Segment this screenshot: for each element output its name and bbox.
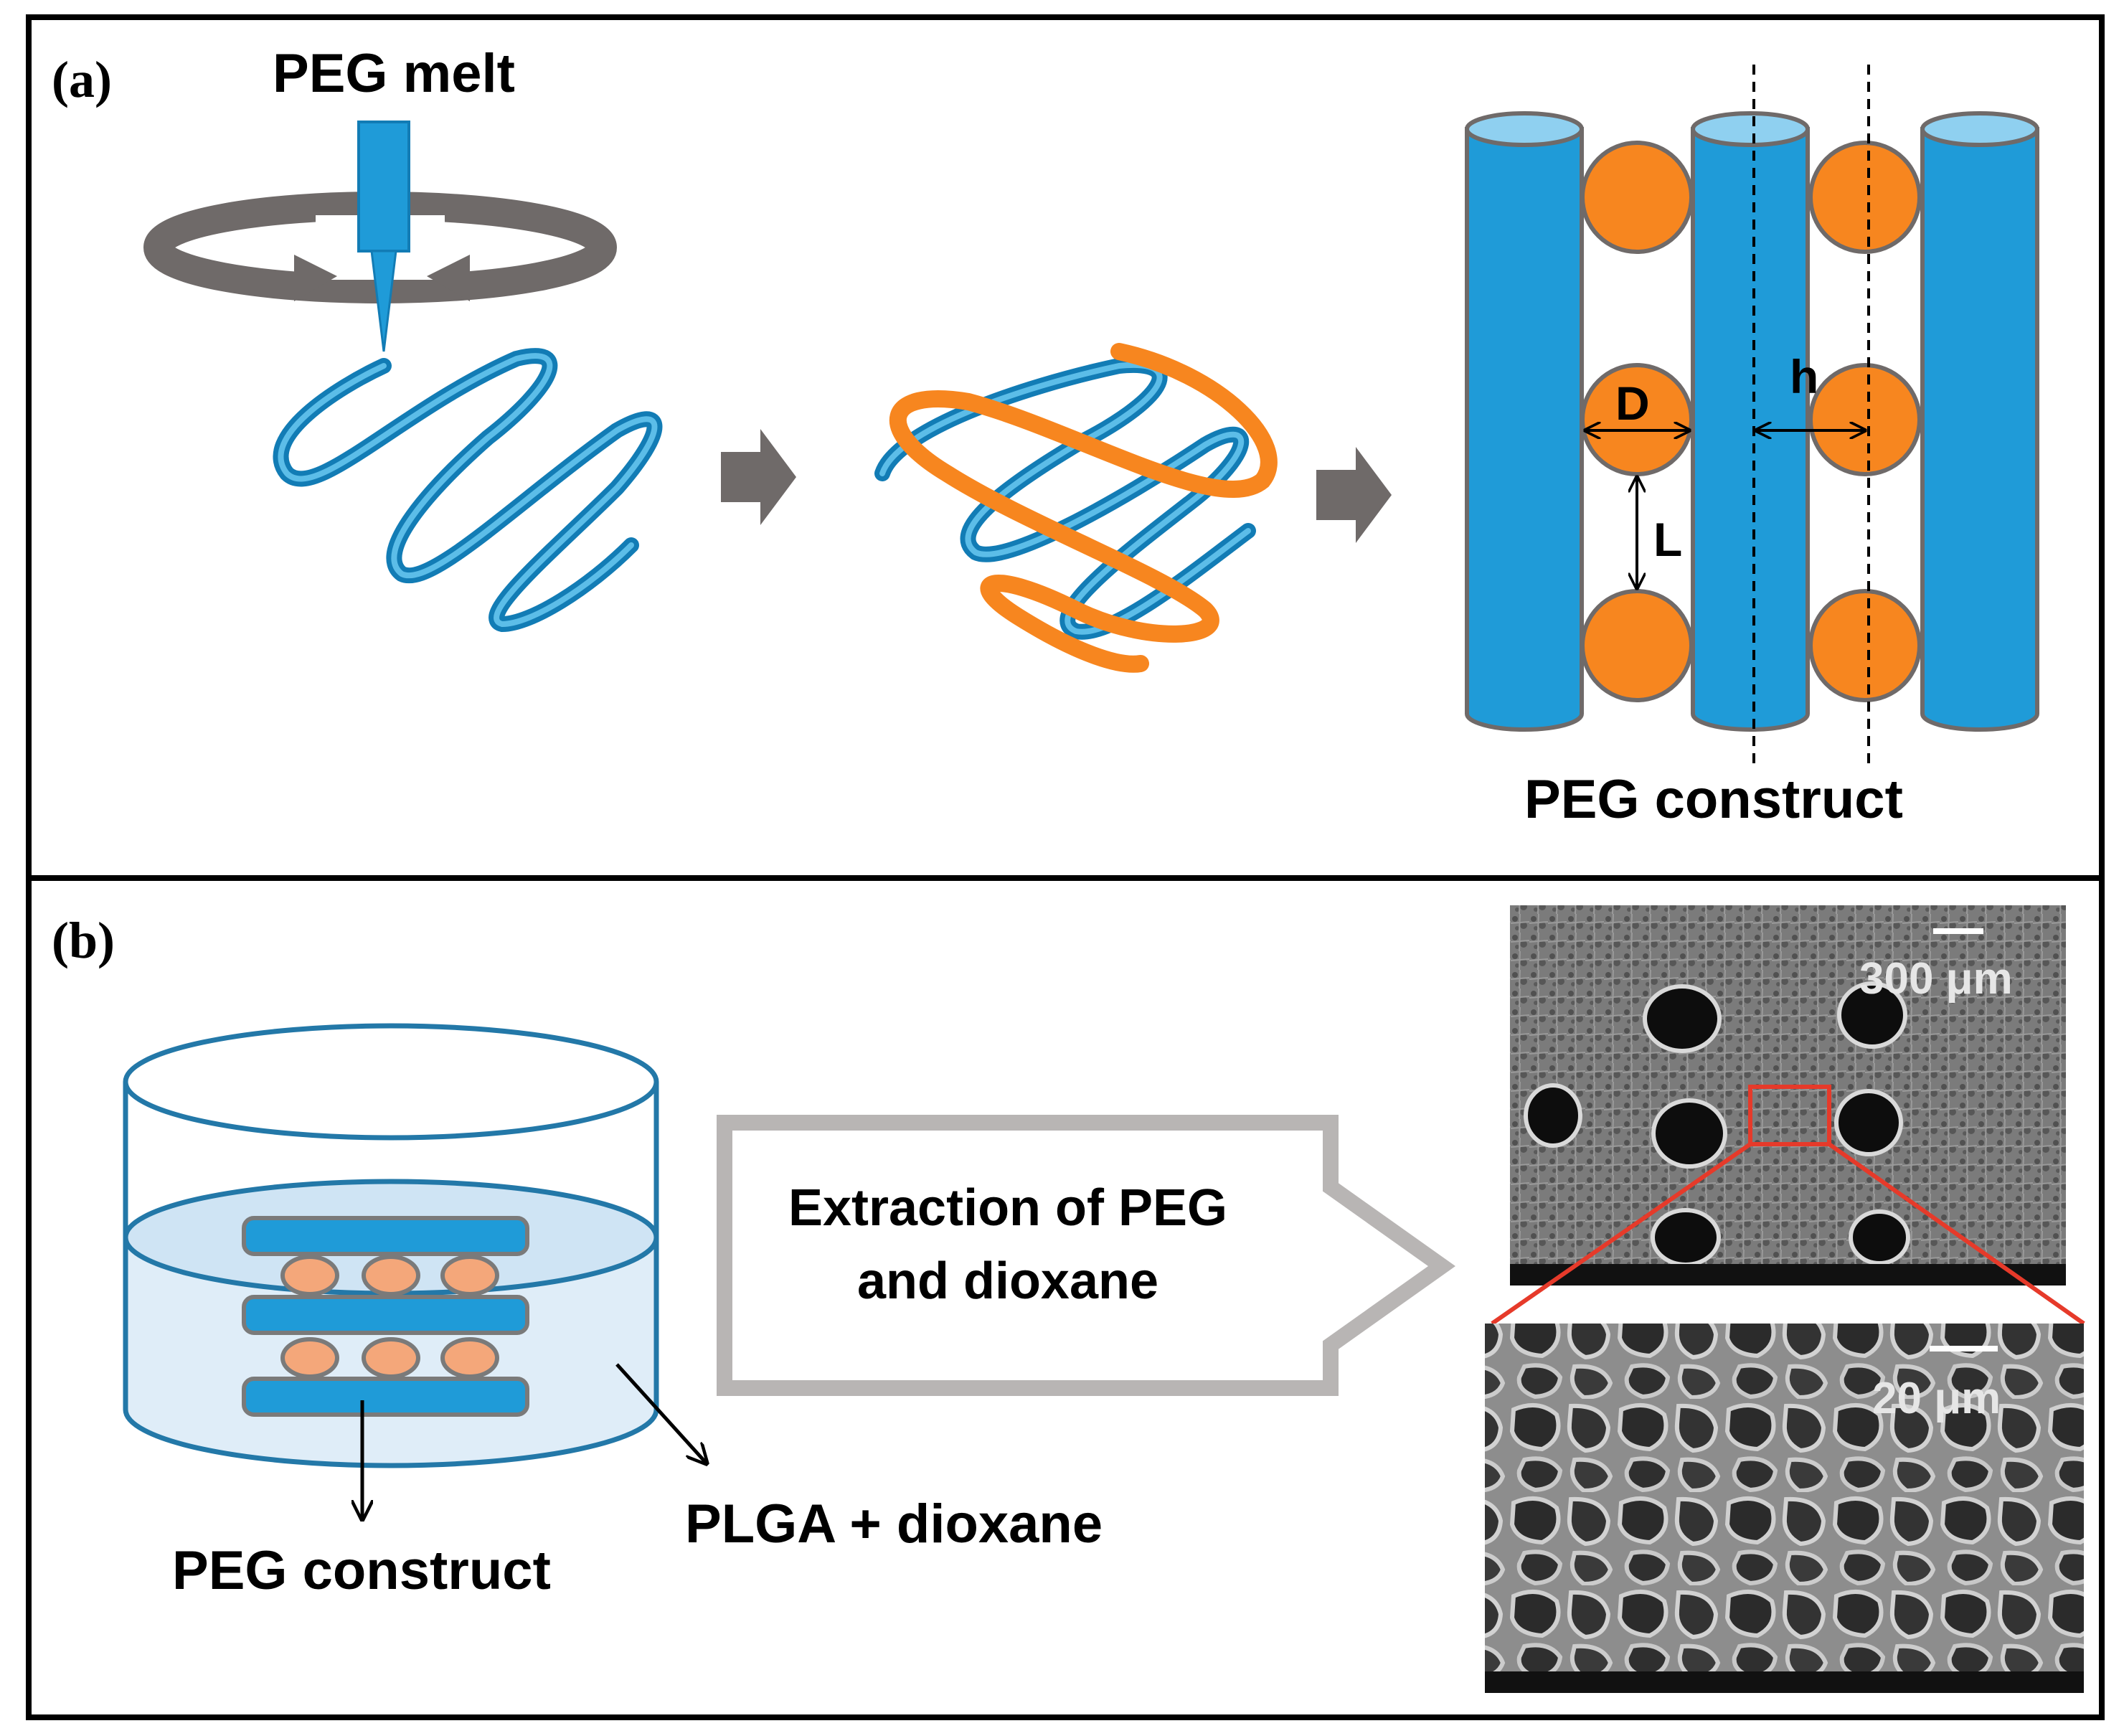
peg-filament-helix — [273, 348, 663, 633]
orange-strand-section — [1808, 141, 1922, 254]
process-text-line2: and dioxane — [857, 1253, 1158, 1310]
plga-dioxane-label: PLGA + dioxane — [685, 1494, 1103, 1555]
peg-construct-label-a: PEG construct — [1524, 769, 1903, 830]
peg-construct-label-b: PEG construct — [172, 1540, 551, 1601]
step-arrow-1-icon — [721, 429, 796, 525]
panel-b-label: (b) — [52, 912, 115, 969]
solution-pointer-arrow — [615, 1363, 707, 1463]
panel-a-label: (a) — [52, 51, 112, 108]
blue-column — [1691, 111, 1810, 732]
blue-column — [1465, 111, 1584, 732]
peg-construct-in-beaker — [242, 1216, 529, 1417]
panel-b-frame — [26, 875, 2105, 1720]
zoom-line-right — [1828, 1142, 2085, 1326]
dimension-h-label: h — [1790, 350, 1818, 403]
process-arrow — [717, 1115, 1456, 1396]
orange-strand-section — [1580, 589, 1694, 702]
step-arrow-2-icon — [1316, 447, 1392, 543]
nozzle-icon — [357, 121, 410, 352]
sem-image-high-mag: 20 μm — [1485, 1324, 2084, 1693]
crossed-filament-helix — [874, 343, 1278, 673]
zoom-region-box — [1748, 1085, 1831, 1146]
process-text-line1: Extraction of PEG — [788, 1179, 1227, 1237]
blue-column — [1920, 111, 2039, 732]
orange-strand-section — [1808, 589, 1922, 702]
scale-label-bottom: 20 μm — [1872, 1374, 2001, 1423]
zoom-line-left — [1491, 1142, 1752, 1326]
sem-image-low-mag: 300 μm — [1491, 905, 2085, 1326]
peg-melt-label: PEG melt — [273, 43, 515, 104]
dimension-D-label: D — [1615, 377, 1650, 430]
scale-label-top: 300 μm — [1859, 954, 2013, 1004]
orange-strand-section — [1808, 363, 1922, 476]
peg-construct-schematic: D h L — [1465, 65, 2039, 764]
orange-strand-section — [1580, 141, 1694, 254]
dimension-L-label: L — [1653, 513, 1682, 566]
